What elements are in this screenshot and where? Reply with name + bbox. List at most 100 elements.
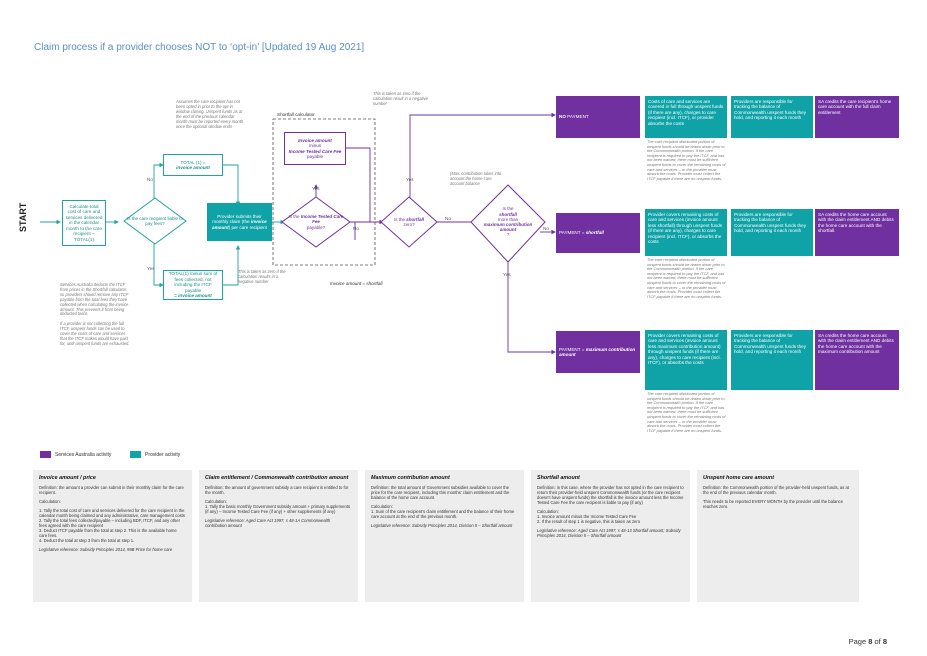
outcome-1-sa: SA credits the care recipient’s home car…: [815, 96, 899, 138]
decision-more-b: shortfall: [499, 211, 517, 217]
yes-label: Yes: [147, 266, 155, 271]
yes-more: Yes: [503, 272, 511, 277]
page-of: of: [872, 637, 883, 646]
decision-zero-c: zero?: [403, 222, 415, 227]
definition-text: Calculation:: [371, 504, 393, 510]
decision-itcf-b: Income Tested Care Fee: [300, 214, 344, 225]
yes-zero: Yes: [406, 177, 414, 182]
definition-text: 2. Tally the total fees collected/payabl…: [39, 518, 180, 529]
definition-text: Calculation:: [39, 499, 61, 505]
start-label: START: [18, 202, 28, 232]
definition-text: Legislative reference: Subsidy Principle…: [39, 547, 173, 553]
decision-more-d: maximum contribution amount: [483, 222, 533, 233]
total-invoice-box: TOTAL (1) = invoice amount: [163, 154, 223, 176]
invoice-minus-a: Invoice amount: [298, 137, 332, 143]
outcome-3-sa: SA credits the home care account with th…: [815, 330, 899, 390]
payment-max-b: maximum contribution amount: [559, 346, 636, 357]
decision-itcf-shape: [281, 196, 351, 248]
total-minus-text: TOTAL(1) minus sum of fees collected, no…: [168, 271, 218, 293]
legend-provider-label: Provider activity: [145, 452, 181, 458]
definition-text: Definition: the amount a provider can su…: [39, 485, 184, 496]
invoice-amount-term: invoice amount: [176, 165, 210, 170]
definition-title: Invoice amount / price: [39, 475, 96, 481]
outcome-3-note: The care recipient distributed portion o…: [647, 391, 726, 433]
no-more: No: [543, 226, 549, 231]
definition-unspent: Unspent home care amount Definition: the…: [697, 470, 859, 602]
definition-text: Definition: the Commonwealth portion of …: [703, 485, 849, 496]
legend-provider-swatch: [130, 451, 141, 458]
outcome-3-provider: Provider covers remaining costs of care …: [645, 330, 727, 390]
invoice-equals-shortfall: Invoice amount = shortfall: [330, 281, 383, 286]
decision-zero-b: shortfall: [406, 216, 425, 222]
decision-itcf-label: Is the Income Tested Care Fee payable?: [288, 212, 344, 232]
note-services-australia: Services Australia deducts the ITCF from…: [60, 282, 129, 317]
definition-text: 4. Deduct the total at step 3 from the t…: [39, 538, 135, 544]
payment-max-a: PAYMENT =: [559, 346, 585, 352]
yes-itcf: Yes: [312, 186, 320, 191]
invoice-minus-box: Invoice amount minus Income Tested Care …: [284, 132, 346, 165]
decision-more-c: more than: [497, 216, 519, 222]
provider-submits-box: Provider submits their monthly claim (th…: [207, 203, 272, 241]
page-number: Page 8 of 8: [849, 637, 887, 646]
decision-zero-shape: [380, 196, 438, 248]
payment-no: NO PAYMENT: [556, 96, 640, 138]
submits-text-c: ) per care recipient: [228, 224, 267, 230]
note-zero-b: This is taken as zero if the calculation…: [373, 91, 428, 106]
no-label: No: [147, 177, 153, 182]
total-minus-box: TOTAL(1) minus sum of fees collected, no…: [163, 270, 223, 300]
definition-text: Definition: the total amount of Governme…: [371, 485, 510, 501]
decision-more-label: Is the shortfall more than maximum contr…: [480, 202, 536, 242]
outcome-3-tracking: Providers are responsible for tracking t…: [731, 330, 813, 390]
page-current: 8: [868, 637, 873, 646]
note-max-contribution: (Max. contribution takes into account th…: [450, 171, 502, 186]
note-zero-a: This is taken as zero if the calculation…: [238, 269, 286, 284]
total-invoice-text: TOTAL (1) =: [180, 159, 206, 165]
decision-itcf-c: payable?: [306, 224, 326, 230]
outcome-2-sa: SA credits the home care account with th…: [815, 209, 899, 256]
flow-connectors: [40, 112, 556, 355]
decision-zero-label: Is the shortfall zero?: [389, 213, 429, 231]
definition-max-contribution: Maximum contribution amount Definition: …: [365, 470, 524, 602]
definition-claim-entitlement: Claim entitlement / Commonwealth contrib…: [199, 470, 358, 602]
definition-text: 1. Invoice amount minus the Income Teste…: [537, 514, 637, 520]
decision-liable-label: Is the care recipient liable to pay fees…: [126, 215, 184, 226]
definition-text: Legislative reference: Aged Care Act 199…: [205, 518, 331, 529]
definition-invoice-amount: Invoice amount / price Definition: the a…: [33, 470, 192, 602]
definition-text: Calculation:: [205, 499, 227, 505]
outcome-2-tracking: Providers are responsible for tracking t…: [731, 209, 813, 256]
outcome-2-note: The care recipient distributed portion o…: [647, 257, 726, 299]
decision-more-e: ?: [506, 232, 510, 238]
payment-shortfall: PAYMENT = shortfall: [556, 213, 640, 253]
page-total: 8: [882, 637, 887, 646]
submits-text-b: invoice amount: [212, 219, 267, 230]
invoice-amount-term-2: = invoice amount: [174, 293, 212, 299]
outcome-2-provider: Provider covers remaining costs of care …: [645, 209, 727, 256]
page-title: Claim process if a provider chooses NOT …: [34, 42, 365, 53]
definition-title: Unspent home care amount: [703, 475, 774, 481]
no-itcf: No: [353, 226, 359, 231]
payment-shortfall-a: PAYMENT =: [559, 230, 585, 236]
invoice-minus-d: payable: [306, 153, 324, 159]
invoice-minus-c: Income Tested Care Fee: [288, 148, 342, 154]
decision-more-a: Is the: [502, 206, 514, 212]
definition-title: Claim entitlement / Commonwealth contrib…: [205, 475, 349, 481]
submits-text-a: Provider submits their monthly claim (th…: [212, 213, 262, 225]
definition-text: 1. Sum of the care recipient’s claim ent…: [371, 509, 515, 520]
definition-title: Shortfall amount: [537, 475, 580, 481]
definition-title: Maximum contribution amount: [371, 475, 450, 481]
note-assumes: Assumes the care recipient has not been …: [176, 99, 244, 129]
no-zero: No: [445, 216, 451, 221]
shortfall-calculator-label: Shortfall calculator: [277, 112, 315, 117]
definition-text: This needs to be reported EVERY MONTH by…: [703, 499, 843, 510]
invoice-minus-b: minus: [308, 143, 322, 149]
payment-no-a: NO: [559, 114, 566, 120]
payment-no-b: PAYMENT: [567, 114, 589, 120]
definition-text: 3. Deduct ITCF payable from the total at…: [39, 528, 177, 539]
note-if-provider: If a provider is not collecting the full…: [60, 321, 130, 346]
calc-total-box: Calculate total cost of care and service…: [62, 200, 106, 246]
definition-text: Calculation:: [537, 509, 559, 515]
definition-text: 1. Tally the total cost of care and serv…: [39, 508, 185, 519]
definition-text: Legislative reference: Subsidy Principle…: [371, 523, 513, 529]
decision-more-shape: [470, 184, 546, 263]
legend-sa-label: Services Australia activity: [55, 452, 112, 458]
